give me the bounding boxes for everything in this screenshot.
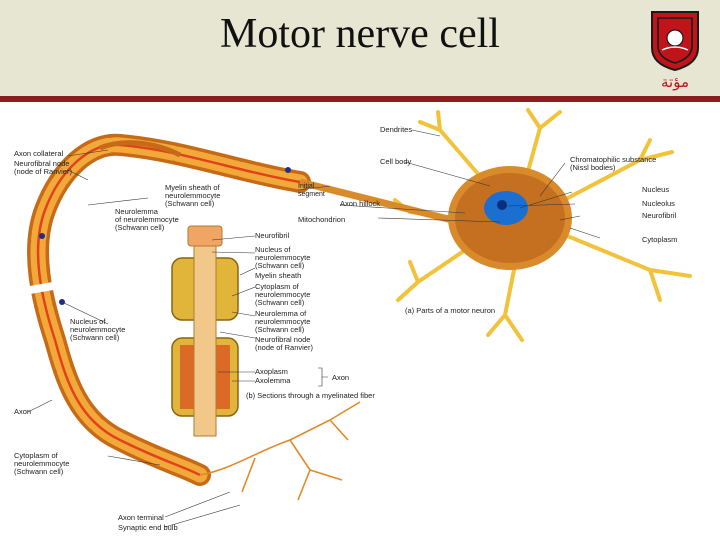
label-cell-body: Cell body <box>380 157 412 166</box>
leader-line <box>27 129 601 528</box>
label-chromatophilic: Chromatophilic substance <box>570 155 656 164</box>
label-myelin-sheath-mid: Myelin sheath <box>255 271 301 280</box>
axon-terminal-branches <box>199 401 361 501</box>
label-nucleus-left-neurolemmocyte: neurolemmocyte <box>70 325 125 334</box>
label-axolemma: Axolemma <box>255 376 291 385</box>
label-cytoplasm-left-neurolemmocyte: neurolemmocyte <box>14 459 69 468</box>
label-neurolemma: Neurolemma <box>115 207 159 216</box>
label-cytoplasm-neurolemmocyte: neurolemmocyte <box>255 290 310 299</box>
label-synaptic-end-bulb: Synaptic end bulb <box>118 523 178 532</box>
logo-arabic-text: مؤتة <box>661 73 689 91</box>
label-node-of-ranvier-mid: (node of Ranvier) <box>255 343 313 352</box>
label-neurolemma-mid-schwann: (Schwann cell) <box>255 325 305 334</box>
crest-emblem <box>666 29 684 47</box>
label-axon-bracket: Axon <box>332 373 349 382</box>
label-cytoplasm-right: Cytoplasm <box>642 235 677 244</box>
schwann-nucleus <box>285 167 291 173</box>
label-nissl-bodies: (Nissl bodies) <box>570 163 616 172</box>
label-axon-collateral: Axon collateral <box>14 149 64 158</box>
label-neurolemma-of: Neurolemma of <box>255 309 307 318</box>
label-cytoplasm-left: Cytoplasm of <box>14 451 59 460</box>
neuron-cell-body <box>299 108 692 342</box>
label-axoplasm: Axoplasm <box>255 367 288 376</box>
label-axon-hillock: Axon hillock <box>340 199 380 208</box>
label-nucleolus: Nucleolus <box>642 199 675 208</box>
fiber-cross-section <box>171 225 239 437</box>
label-neurolemma-neurolemmocyte: of neurolemmocyte <box>115 215 179 224</box>
crest-arch <box>657 17 693 64</box>
label-axon-left: Axon <box>14 407 31 416</box>
schwann-nucleus <box>39 233 45 239</box>
nucleolus <box>497 200 507 210</box>
label-nucleus: Nucleus <box>642 185 669 194</box>
label-cytoplasm-of: Cytoplasm of <box>255 282 300 291</box>
caption-sections-through-fiber: (b) Sections through a myelinated fiber <box>246 391 375 400</box>
axon-core <box>36 143 301 477</box>
axoplasm-core <box>193 225 217 437</box>
motor-neuron-diagram: Axon collateral Neurofibral node (node o… <box>14 108 692 532</box>
axon-break-gap <box>29 278 77 294</box>
label-neurofibral-node: Neurofibral node <box>14 159 69 168</box>
label-nucleus-of: Nucleus of <box>255 245 291 254</box>
label-neurolemma-schwann: (Schwann cell) <box>115 223 165 232</box>
label-mitochondrion: Mitochondrion <box>298 215 345 224</box>
axon-collateral <box>99 140 182 158</box>
label-segment: segment <box>298 191 325 198</box>
label-neurofibril-mid: Neurofibril <box>255 231 290 240</box>
label-nucleus-left: Nucleus of <box>70 317 106 326</box>
label-nucleus-left-schwann: (Schwann cell) <box>70 333 120 342</box>
label-myelin-schwann: (Schwann cell) <box>165 199 215 208</box>
university-crest-icon: مؤتة <box>651 11 699 91</box>
label-dendrites: Dendrites <box>380 125 412 134</box>
label-myelin-neurolemmocyte: neurolemmocyte <box>165 191 220 200</box>
label-nucleus-schwann: (Schwann cell) <box>255 261 305 270</box>
dendrites <box>393 108 692 342</box>
label-axon-terminal: Axon terminal <box>118 513 164 522</box>
crest-wings <box>661 46 689 51</box>
label-cytoplasm-schwann: (Schwann cell) <box>255 298 305 307</box>
label-neurofibril-right: Neurofibril <box>642 211 677 220</box>
label-cytoplasm-left-schwann: (Schwann cell) <box>14 467 64 476</box>
axon-bracket <box>318 367 328 387</box>
label-myelin-sheath: Myelin sheath of <box>165 183 221 192</box>
slide-title: Motor nerve cell <box>220 11 500 57</box>
label-node-of-ranvier: (node of Ranvier) <box>14 167 72 176</box>
caption-parts-of-motor-neuron: (a) Parts of a motor neuron <box>405 306 495 315</box>
label-initial: Initial <box>298 183 315 190</box>
label-nucleus-neurolemmocyte: neurolemmocyte <box>255 253 310 262</box>
axon-hillock <box>299 178 453 224</box>
axon-top-stub <box>187 225 223 247</box>
label-neurofibral-node-mid: Neurofibral node <box>255 335 310 344</box>
label-neurolemma-mid-neurolemmocyte: neurolemmocyte <box>255 317 310 326</box>
header-divider <box>0 96 720 102</box>
slide-header <box>0 0 720 96</box>
